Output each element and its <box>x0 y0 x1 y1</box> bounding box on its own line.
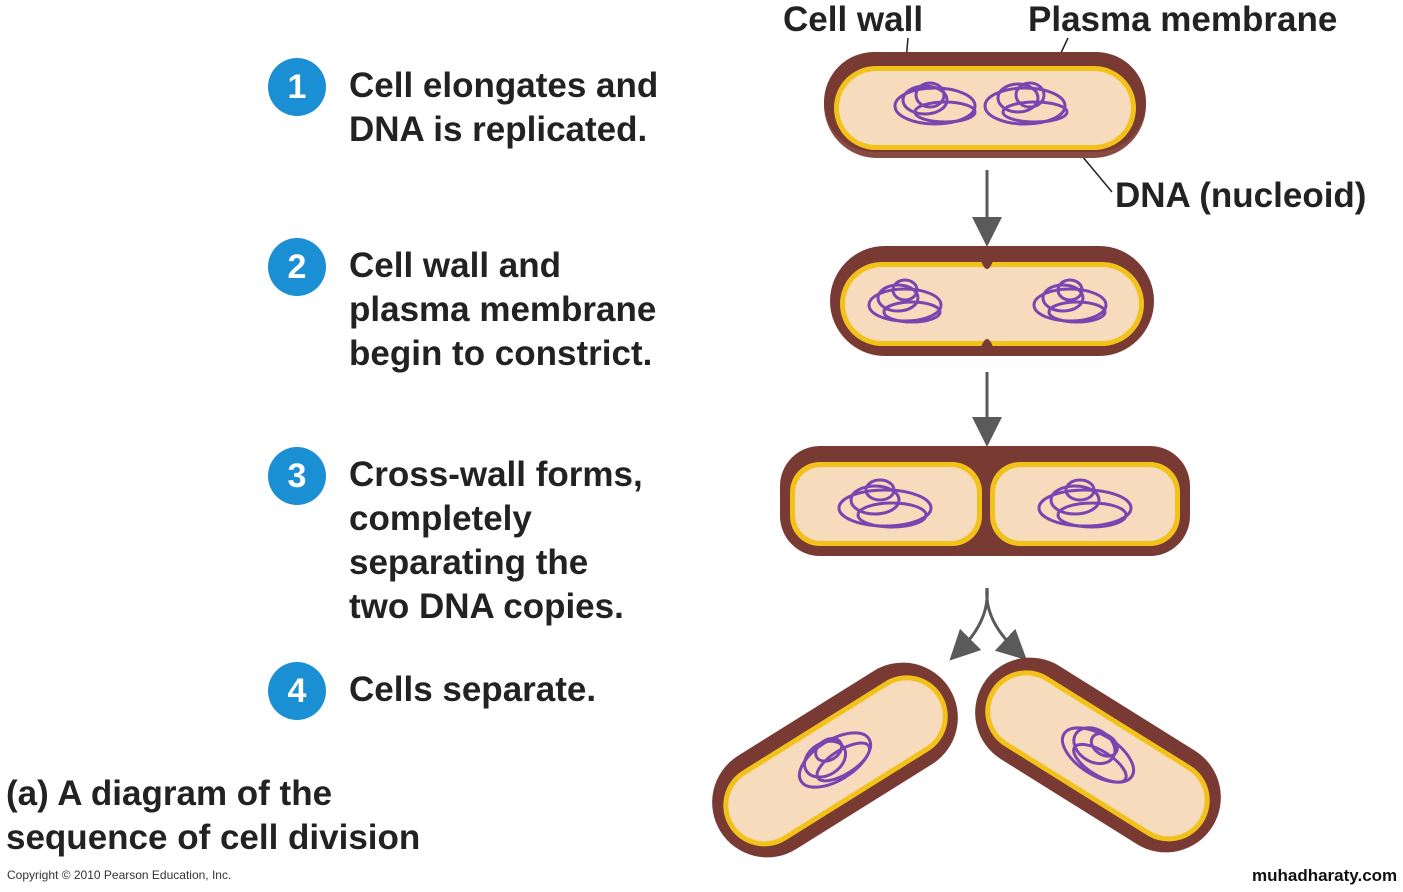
step-2-number: 2 <box>287 247 307 286</box>
dna-nucleoid-icon <box>867 278 1108 324</box>
step-4-text: Cells separate. <box>349 670 597 709</box>
figure-caption: (a) A diagram of the sequence of cell di… <box>6 772 420 860</box>
step-1-number: 1 <box>287 67 307 106</box>
cell-stage-2 <box>830 246 1154 356</box>
dna-label: DNA (nucleoid) <box>1115 176 1367 215</box>
plasma-membrane-label: Plasma membrane <box>1028 0 1338 39</box>
step-4-number: 4 <box>287 671 307 710</box>
cell-stage-3 <box>780 446 1190 556</box>
dna-nucleoid-icon <box>1060 726 1136 784</box>
caption-text: A diagram of the sequence of cell divisi… <box>6 774 421 857</box>
cell-stage-4-left <box>712 662 958 858</box>
cell-stage-4-right <box>975 657 1221 853</box>
step-3-text: Cross-wall forms, completely separating … <box>349 455 643 626</box>
step-4-badge: 4 <box>268 662 326 720</box>
step-3-number: 3 <box>287 456 307 495</box>
step-3-badge: 3 <box>268 447 326 505</box>
step-1-badge: 1 <box>268 58 326 116</box>
arrow-left-down-icon <box>949 587 989 661</box>
caption-prefix: (a) <box>6 774 49 813</box>
step-1-text: Cell elongates and DNA is replicated. <box>349 66 659 149</box>
dna-nucleoid-icon <box>837 478 1133 529</box>
step-2-badge: 2 <box>268 238 326 296</box>
arrow-right-down-icon <box>985 587 1027 661</box>
cell-wall-label: Cell wall <box>783 0 924 39</box>
dna-nucleoid-icon <box>797 731 873 789</box>
watermark: muhadharaty.com <box>1252 866 1398 885</box>
cell-stage-1 <box>824 52 1146 158</box>
copyright-notice: Copyright © 2010 Pearson Education, Inc. <box>7 868 232 882</box>
step-2-text: Cell wall and plasma membrane begin to c… <box>349 246 657 373</box>
dna-nucleoid-icon <box>893 81 1069 126</box>
